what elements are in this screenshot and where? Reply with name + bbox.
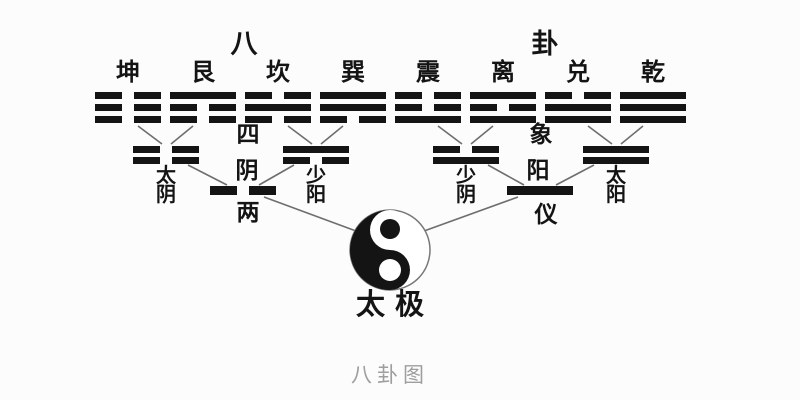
taiji-upper-dot [380, 219, 400, 239]
sixiang-line-solid [283, 146, 349, 153]
trigram-line-solid [170, 92, 236, 99]
sixiang-symbol-shaoyin [433, 146, 499, 164]
label-yi: 仪 [534, 201, 558, 227]
trigram-name-xun: 巽 [341, 59, 365, 86]
trigram-name-zhen: 震 [416, 59, 440, 86]
trigram-line-broken [170, 116, 236, 123]
connector-line [187, 164, 228, 186]
trigram-symbol-zhen [395, 92, 461, 123]
sixiang-line-solid [583, 157, 649, 164]
trigram-line-broken [95, 104, 161, 111]
trigram-symbol-kun [95, 92, 161, 123]
taiji-black-half [350, 210, 390, 290]
trigram-line-solid [245, 104, 311, 111]
taiji-label: 太极 [355, 289, 434, 321]
trigram-symbol-xun [320, 92, 386, 123]
sixiang-line-broken [283, 157, 349, 164]
sixiang-line-solid [433, 157, 499, 164]
trigram-symbol-qian [620, 92, 686, 123]
trigram-line-broken [95, 116, 161, 123]
label-yang: 阳 [526, 157, 550, 183]
taiji-lower-lobe [370, 250, 410, 290]
liangyi-line-yang [507, 186, 573, 195]
trigram-line-broken [395, 92, 461, 99]
trigram-line-broken [545, 92, 611, 99]
connector-line [470, 125, 494, 145]
connector-line [320, 125, 344, 145]
sixiang-line-broken [433, 146, 499, 153]
connector-line [587, 125, 613, 145]
connector-line [487, 164, 525, 186]
sixiang-symbol-shaoyang [283, 146, 349, 164]
connector-line [287, 125, 313, 145]
trigram-line-solid [620, 104, 686, 111]
trigram-name-kan: 坎 [266, 59, 290, 86]
trigram-symbol-dui [545, 92, 611, 123]
title-char-gua: 卦 [531, 29, 559, 59]
label-yin: 阴 [235, 157, 259, 183]
trigram-name-li: 离 [491, 59, 515, 86]
taiji-outer-circle [349, 209, 431, 291]
liangyi-line-yin [210, 186, 276, 195]
sixiang-label-taiyang: 太阳 [606, 165, 626, 206]
trigram-line-solid [395, 116, 461, 123]
trigram-symbol-kan [245, 92, 311, 123]
label-si: 四 [236, 121, 260, 147]
sixiang-line-solid [583, 146, 649, 153]
trigram-symbol-li [470, 92, 536, 123]
connector-lines [137, 125, 644, 232]
taiji-symbol [349, 209, 431, 291]
label-xiang: 象 [529, 121, 553, 147]
label-liang: 两 [236, 199, 260, 225]
sixiang-label-taiyin: 太阴 [156, 165, 176, 206]
trigram-line-solid [320, 104, 386, 111]
trigram-line-broken [470, 104, 536, 111]
trigram-line-solid [470, 92, 536, 99]
trigram-line-broken [245, 116, 311, 123]
trigram-line-broken [95, 92, 161, 99]
trigram-name-kun: 坤 [116, 59, 140, 86]
trigram-line-solid [620, 116, 686, 123]
trigram-line-broken [395, 104, 461, 111]
sixiang-label-shaoyang: 少阳 [306, 165, 326, 206]
trigram-line-broken [170, 104, 236, 111]
connector-line [620, 125, 644, 145]
trigram-line-solid [470, 116, 536, 123]
trigram-line-solid [545, 116, 611, 123]
taiji-lower-dot [379, 259, 401, 281]
trigram-line-solid [620, 92, 686, 99]
title-char-ba: 八 [230, 29, 258, 59]
connector-line [555, 164, 595, 186]
taiji-upper-lobe [370, 210, 410, 250]
trigram-name-qian: 乾 [641, 59, 665, 86]
trigram-line-solid [320, 92, 386, 99]
trigram-name-dui: 兑 [566, 59, 590, 86]
trigram-symbol-gen [170, 92, 236, 123]
connector-line [137, 125, 163, 145]
trigram-line-broken [320, 116, 386, 123]
sixiang-line-broken [133, 146, 199, 153]
sixiang-line-broken [133, 157, 199, 164]
connector-line [170, 125, 194, 145]
sixiang-symbol-taiyin [133, 146, 199, 164]
trigram-name-gen: 艮 [191, 59, 215, 86]
trigram-line-broken [245, 92, 311, 99]
sixiang-symbol-taiyang [583, 146, 649, 164]
connector-line [437, 125, 463, 145]
trigram-line-solid [545, 104, 611, 111]
sixiang-label-shaoyin: 少阴 [456, 165, 476, 206]
image-caption: 八卦图 [351, 364, 429, 387]
